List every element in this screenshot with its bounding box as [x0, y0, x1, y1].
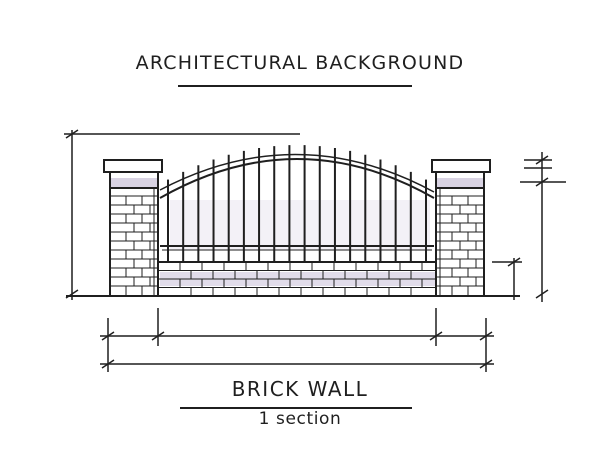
- gate-arch: [159, 153, 435, 251]
- gate-bars-shade: [170, 200, 430, 250]
- left-pillar-bricks: [110, 195, 158, 295]
- drawing-subcaption: 1 section: [258, 409, 342, 429]
- gate-bars: [167, 145, 427, 262]
- right-pillar-cap-shade: [436, 178, 484, 188]
- right-pillar-bricks: [436, 195, 484, 295]
- width-dimensions: [100, 308, 494, 372]
- base-wall-bricks: [158, 261, 436, 296]
- right-pillar: [431, 159, 491, 296]
- drawing-caption: BRICK WALL: [231, 377, 369, 401]
- left-pillar-cap-shade: [110, 178, 158, 188]
- right-height-dimension: [492, 152, 566, 302]
- drawing-title: ARCHITECTURAL BACKGROUND: [135, 52, 465, 74]
- left-pillar: [103, 159, 163, 296]
- left-height-dimension: [64, 129, 300, 300]
